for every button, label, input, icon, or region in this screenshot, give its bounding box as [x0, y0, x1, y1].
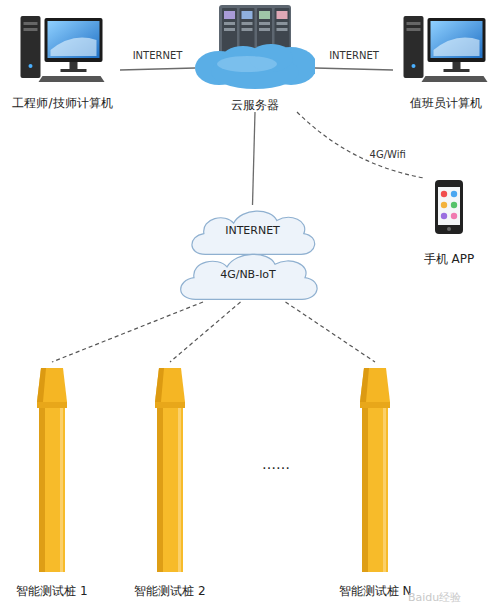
- link-label: 4G/Wifi: [370, 149, 406, 161]
- network-link: [120, 68, 195, 70]
- link-label: INTERNET: [329, 50, 379, 62]
- phone-app: 手机 APP: [418, 178, 480, 266]
- test-pile-shape: [325, 362, 425, 598]
- computer-icon-shape: [5, 10, 120, 110]
- test-pile: 智能测试桩 1: [2, 362, 102, 598]
- node-label: 云服务器: [195, 98, 315, 112]
- computer-icon: 工程师/技师计算机: [5, 10, 120, 110]
- network-cloud: INTERNET: [185, 205, 320, 257]
- node-label: 4G/NB-IoT: [173, 268, 323, 282]
- node-label: 手机 APP: [418, 252, 480, 266]
- node-label: 智能测试桩 1: [2, 584, 102, 598]
- wireless-link: [286, 302, 376, 362]
- wireless-link: [297, 112, 424, 178]
- test-pile-shape: [2, 362, 102, 598]
- cloud-server-shape: [195, 2, 315, 112]
- watermark: Baidu经验: [408, 590, 461, 605]
- node-label: 值班员计算机: [393, 96, 498, 110]
- wireless-link: [170, 302, 241, 362]
- computer-icon-shape: [393, 10, 498, 110]
- network-link: [253, 112, 256, 205]
- cloud-server: 云服务器: [195, 2, 315, 112]
- test-pile: 智能测试桩 2: [120, 362, 220, 598]
- network-link: [315, 68, 393, 70]
- network-cloud: 4G/NB-IoT: [173, 248, 323, 302]
- test-pile-shape: [120, 362, 220, 598]
- ellipsis-label: ……: [262, 456, 290, 472]
- node-label: 智能测试桩 2: [120, 584, 220, 598]
- node-label: INTERNET: [185, 224, 320, 238]
- node-label: 工程师/技师计算机: [5, 96, 120, 110]
- link-label: INTERNET: [133, 50, 183, 62]
- computer-icon: 值班员计算机: [393, 10, 498, 110]
- test-pile: 智能测试桩 N: [325, 362, 425, 598]
